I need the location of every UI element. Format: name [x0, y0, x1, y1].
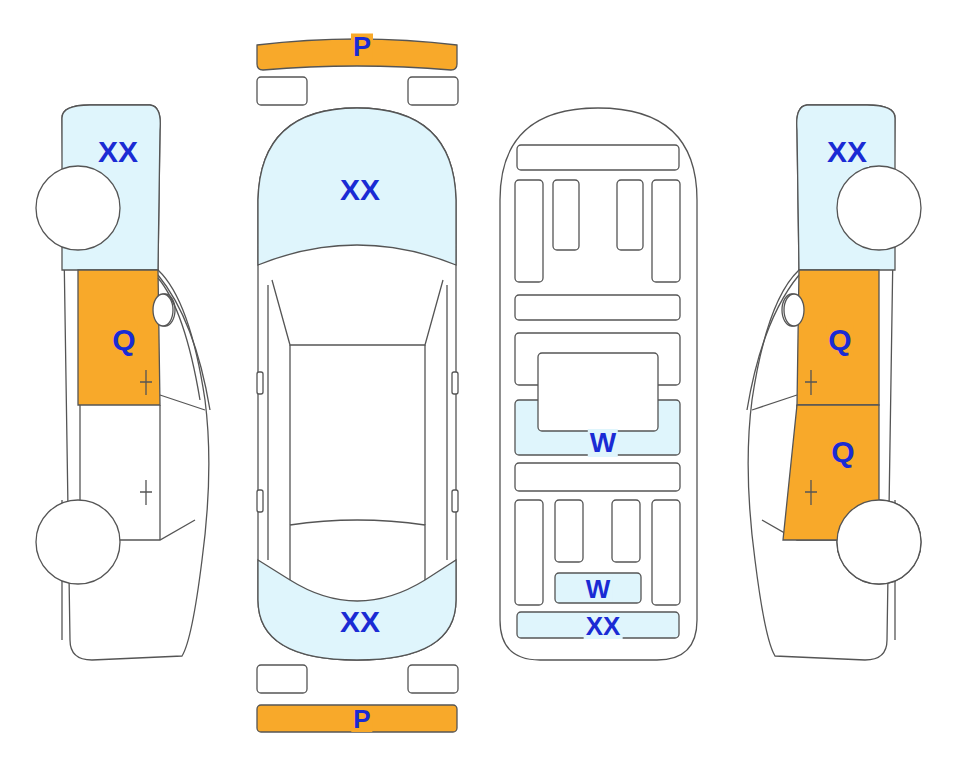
damage-code: Q	[110, 325, 137, 355]
damage-code: W	[588, 429, 618, 457]
underside-view	[500, 108, 697, 660]
damage-code: P	[351, 706, 372, 732]
damage-code: XX	[825, 137, 869, 167]
damage-code: W	[584, 576, 613, 602]
damage-code: XX	[338, 607, 382, 637]
top-view	[257, 39, 458, 732]
damage-code: XX	[584, 613, 623, 639]
right-side-view	[747, 105, 921, 660]
damage-code: P	[351, 34, 373, 61]
damage-code: XX	[338, 175, 382, 205]
damage-code: Q	[826, 325, 853, 355]
damage-code: Q	[829, 437, 856, 467]
left-side-view	[36, 105, 210, 660]
damage-code: XX	[96, 137, 140, 167]
